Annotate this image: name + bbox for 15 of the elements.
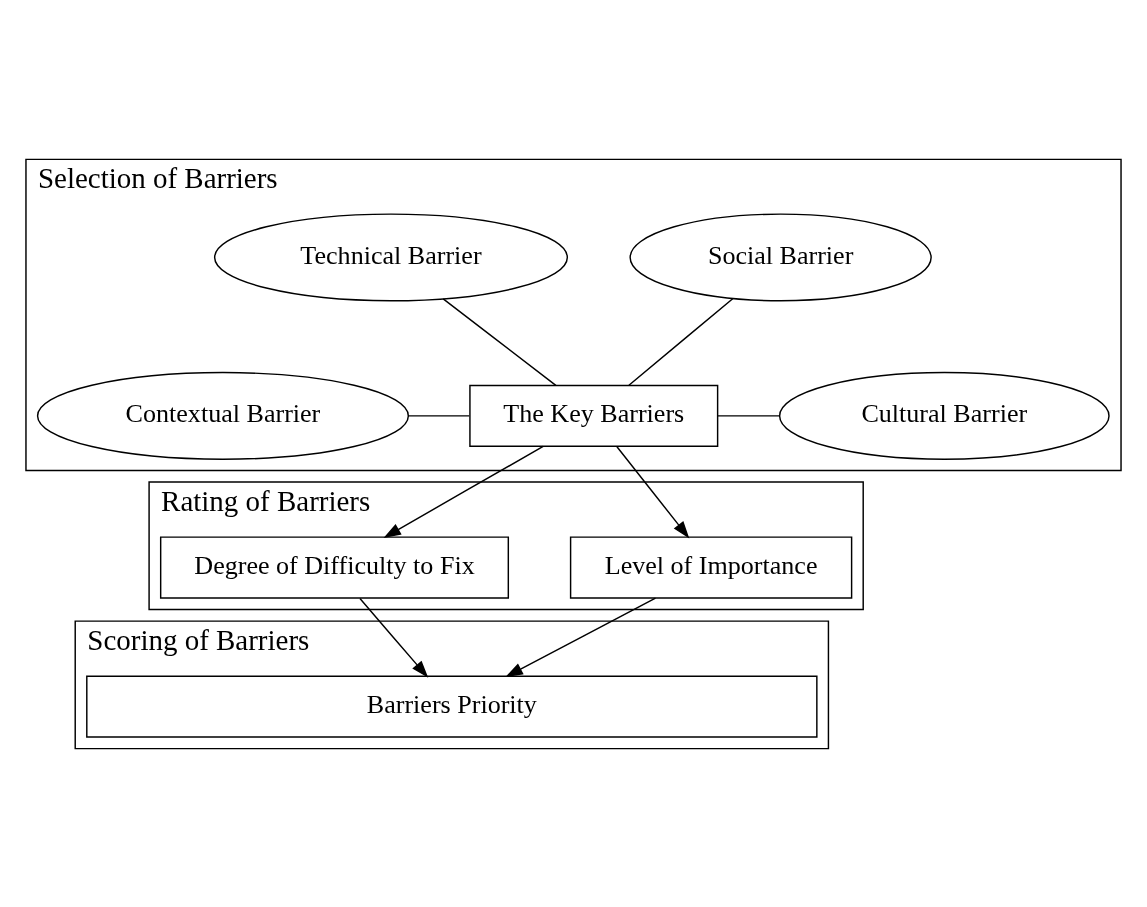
connector [628,297,734,386]
node-box: Level of Importance [569,535,853,599]
node-box: The Key Barriers [469,384,719,447]
arrow [616,445,690,538]
node-ellipse: Contextual Barrier [36,371,410,460]
node-box: Degree of Difficulty to Fix [159,535,510,599]
connector [716,414,780,417]
arrow [383,445,544,538]
node-box: Barriers Priority [86,674,818,738]
node-ellipse: Social Barrier [629,212,932,301]
node-ellipse: Cultural Barrier [778,371,1110,460]
node-ellipse: Technical Barrier [213,212,569,301]
arrow [359,597,429,678]
connector [442,297,557,386]
connector [407,414,470,417]
